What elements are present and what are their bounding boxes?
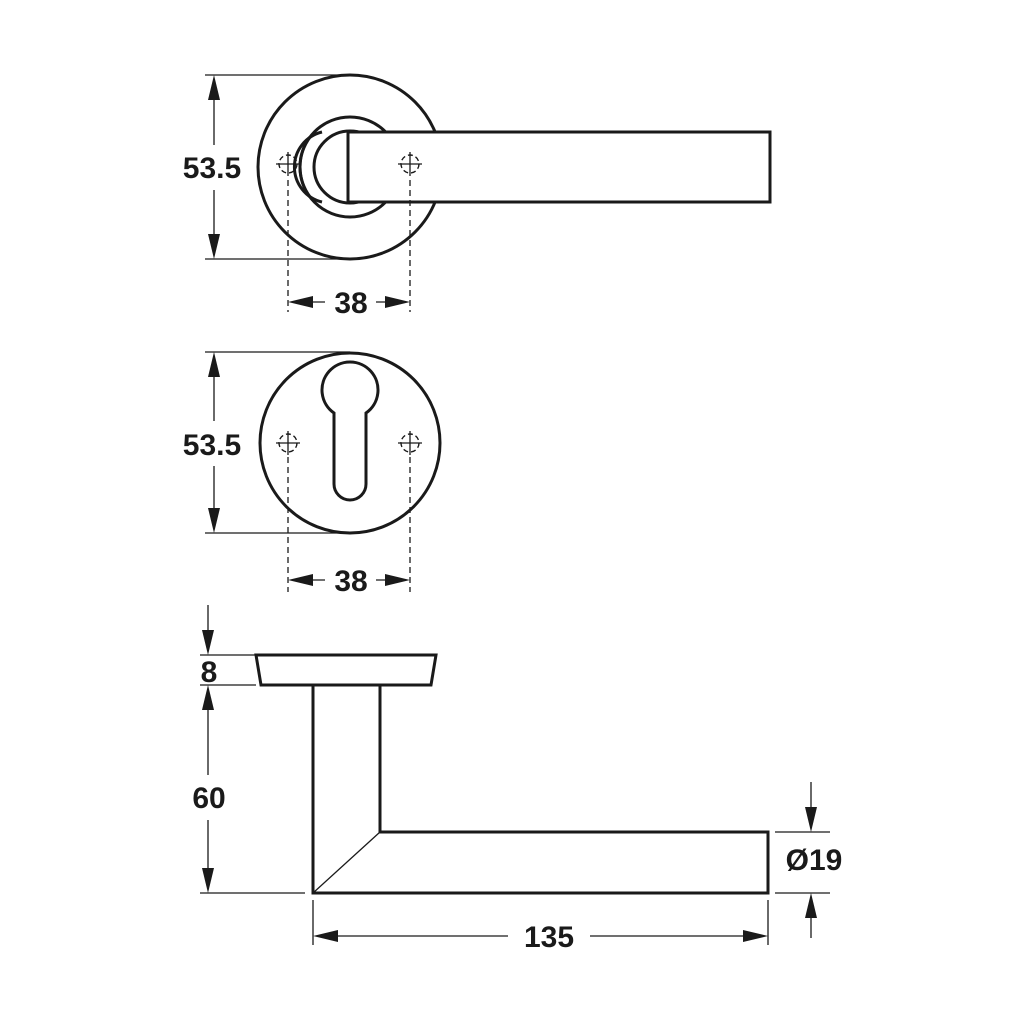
euro-profile-keyhole bbox=[320, 360, 380, 502]
lever-mitre-line bbox=[312, 831, 381, 894]
lever-side-view bbox=[254, 653, 770, 895]
lever-arm bbox=[346, 130, 772, 204]
dimension-bar-diameter: Ø19 bbox=[775, 782, 842, 938]
dimension-rose-diameter-top: 53.5 bbox=[183, 74, 350, 260]
lever-top-view bbox=[256, 73, 772, 261]
fixing-hole-right bbox=[398, 431, 422, 455]
dimension-projection: 60 bbox=[192, 685, 305, 894]
dimension-fixing-centres-top: 38 bbox=[287, 180, 411, 320]
dim-label-lever-length: 135 bbox=[524, 921, 574, 954]
dimension-rose-thickness: 8 bbox=[200, 605, 256, 689]
dim-label-fixing-centres-escutcheon: 38 bbox=[334, 565, 367, 598]
dim-label-rose-diameter-escutcheon: 53.5 bbox=[183, 429, 241, 462]
dim-label-projection: 60 bbox=[192, 782, 225, 815]
lever-side-profile bbox=[311, 686, 770, 895]
dim-label-rose-thickness: 8 bbox=[201, 656, 218, 689]
dim-label-bar-diameter: Ø19 bbox=[786, 844, 843, 877]
dimension-rose-diameter-escutcheon: 53.5 bbox=[183, 351, 350, 534]
fixing-hole-left bbox=[276, 431, 300, 455]
dimension-lever-length: 135 bbox=[312, 900, 769, 954]
fixing-hole-left bbox=[276, 152, 300, 176]
dim-label-fixing-centres-top: 38 bbox=[334, 287, 367, 320]
escutcheon-view bbox=[258, 351, 442, 535]
dimension-fixing-centres-escutcheon: 38 bbox=[287, 457, 411, 598]
rose-side-profile bbox=[254, 653, 438, 687]
fixing-hole-right bbox=[398, 152, 422, 176]
dim-label-rose-diameter-top: 53.5 bbox=[183, 152, 241, 185]
